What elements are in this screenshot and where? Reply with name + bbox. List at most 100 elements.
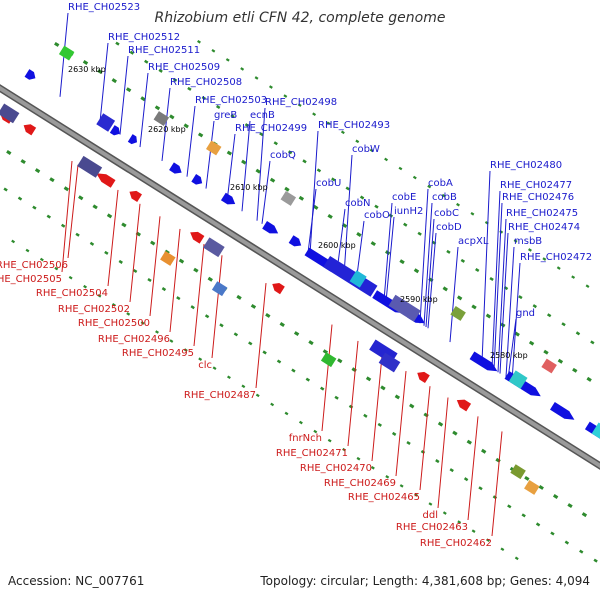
- gene-arrow: [504, 371, 541, 397]
- forward_genes-label: cobB: [432, 192, 457, 203]
- gene-arrow: [584, 421, 600, 444]
- gene-block: [524, 480, 540, 495]
- gene-arrow: [272, 283, 285, 295]
- gene-arrow: [191, 174, 203, 185]
- forward_genes-label: ecnB: [250, 110, 275, 121]
- gene-arrow: [262, 221, 279, 234]
- forward_genes-label: RHE_CH02493: [318, 120, 390, 131]
- gene-arrow: [190, 231, 205, 244]
- scale-label: 2610 kbp: [230, 183, 268, 192]
- forward_genes-label: RHE_CH02511: [128, 45, 200, 56]
- forward_genes-label: RHE_CH02509: [148, 62, 220, 73]
- forward_genes-label: RHE_CH02503: [195, 95, 267, 106]
- reverse_genes-label: RHE_CH02502: [58, 304, 130, 315]
- tick-marks: [3, 39, 598, 563]
- forward_genes-label: cobQ: [270, 150, 296, 161]
- reverse_genes-label: RHE_CH02470: [300, 463, 372, 474]
- reverse_genes-label: RHE_CH02500: [78, 318, 150, 329]
- forward_genes-label: iunH2: [394, 206, 423, 217]
- forward_genes-label: cobC: [434, 208, 459, 219]
- gene-block: [349, 270, 367, 288]
- forward_genes-label: msbB: [514, 236, 542, 247]
- forward_genes-label: RHE_CH02476: [502, 192, 574, 203]
- gene-arrow: [127, 134, 137, 145]
- forward_genes-label: RHE_CH02472: [520, 252, 592, 263]
- reverse_genes-label: RHE_CH02462: [420, 538, 492, 549]
- forward_genes-label: cobO: [364, 210, 390, 221]
- genome-summary: Topology: circular; Length: 4,381,608 bp…: [260, 574, 590, 588]
- forward_genes-label: cobU: [316, 178, 341, 189]
- gene-block: [77, 155, 103, 178]
- forward_genes-label: RHE_CH02474: [508, 222, 580, 233]
- gene-block: [541, 358, 557, 374]
- reverse_genes-label: RHE_CH02471: [276, 448, 348, 459]
- gene-arrow: [169, 162, 182, 174]
- gene-block: [510, 464, 526, 480]
- reverse_genes-label: RHE_CH02465: [348, 492, 420, 503]
- reverse_genes-label: RHE_CH02487: [184, 390, 256, 401]
- reverse_genes-label: fnrNch: [289, 433, 322, 444]
- reverse_genes-label: ddl: [423, 510, 438, 521]
- gene-block: [508, 370, 528, 389]
- backbone: [0, 84, 600, 470]
- gene-block: [320, 352, 337, 368]
- reverse_genes-label: clc: [198, 360, 212, 371]
- forward_genes-label: cobA: [428, 178, 453, 189]
- reverse_genes-label: RHE_CH02505: [0, 274, 62, 285]
- reverse_genes-label: RHE_CH02463: [396, 522, 468, 533]
- gene-arrow: [288, 235, 302, 247]
- gene-block: [203, 237, 225, 258]
- forward_genes-label: cobN: [345, 198, 370, 209]
- gene-arrow: [469, 351, 498, 372]
- forward_genes-label: RHE_CH02508: [170, 77, 242, 88]
- forward_genes-label: cobW: [352, 144, 380, 155]
- label-leaders: [59, 12, 521, 537]
- forward_genes-label: RHE_CH02475: [506, 208, 578, 219]
- scale-label: 2600 kbp: [318, 241, 356, 250]
- gene-arrow: [24, 69, 36, 80]
- gene-block: [323, 255, 378, 297]
- forward_genes-label: RHE_CH02498: [265, 97, 337, 108]
- gene-arrow: [109, 125, 120, 136]
- forward_genes-label: cobE: [392, 192, 416, 203]
- forward_genes-label: greB: [214, 110, 237, 121]
- scale-label: 2620 kbp: [148, 125, 186, 134]
- scale-label: 2630 kbp: [68, 65, 106, 74]
- forward_genes-label: acpXL: [458, 236, 489, 247]
- forward_genes-label: RHE_CH02477: [500, 180, 572, 191]
- reverse_genes-label: RHE_CH02506: [0, 260, 68, 271]
- map-title: Rhizobium etli CFN 42, complete genome: [155, 10, 446, 26]
- gene-block: [450, 306, 466, 321]
- gene-block: [58, 45, 75, 61]
- gene-block: [591, 422, 600, 449]
- gene-labels: RHE_CH02523RHE_CH02512RHE_CH02511RHE_CH0…: [0, 2, 592, 549]
- reverse_genes-label: RHE_CH02495: [122, 348, 194, 359]
- scale-label: 2590 kbp: [400, 295, 438, 304]
- forward_genes-label: RHE_CH02499: [235, 123, 307, 134]
- gene-block: [160, 251, 176, 266]
- gene-arrow: [456, 399, 472, 412]
- forward_genes-label: RHE_CH02523: [68, 2, 140, 13]
- accession-label: Accession: NC_007761: [8, 574, 145, 588]
- forward_genes-label: cobD: [436, 222, 462, 233]
- gene-arrow: [550, 402, 575, 420]
- feature-glyphs: [0, 45, 600, 495]
- gene-block: [280, 190, 297, 206]
- gene-block: [211, 281, 228, 297]
- gene-block: [153, 111, 170, 126]
- forward_genes-label: gnd: [516, 308, 535, 319]
- forward_genes-label: RHE_CH02480: [490, 160, 562, 171]
- gene-block: [378, 352, 401, 373]
- gene-block: [205, 140, 222, 156]
- gene-arrow: [129, 190, 142, 202]
- reverse_genes-label: RHE_CH02496: [98, 334, 170, 345]
- scale-label: 2580 kbp: [490, 351, 528, 360]
- gene-arrow: [96, 173, 116, 188]
- forward_genes-label: RHE_CH02512: [108, 32, 180, 43]
- gene-arrow: [220, 192, 236, 205]
- gene-block: [0, 103, 20, 124]
- gene-arrow: [23, 124, 37, 136]
- reverse_genes-label: RHE_CH02504: [36, 288, 108, 299]
